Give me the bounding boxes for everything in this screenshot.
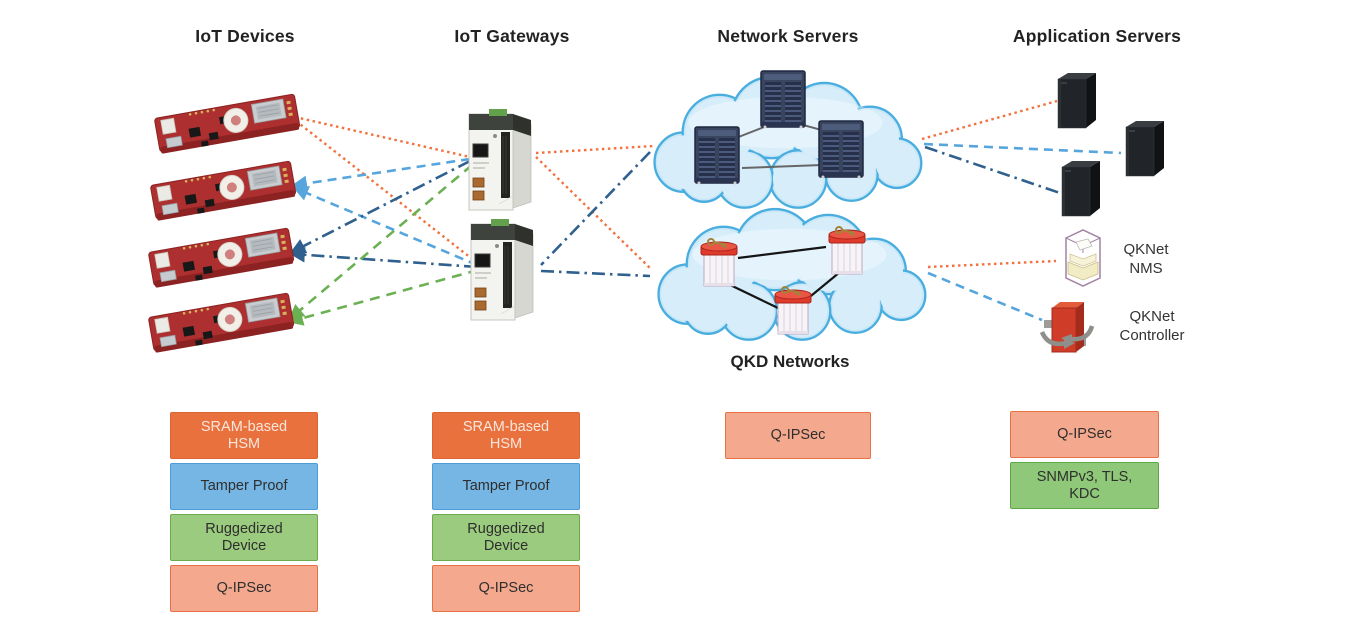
feature-box-label: Ruggedized Device	[205, 521, 283, 554]
feature-box-label: SNMPv3, TLS, KDC	[1036, 469, 1133, 502]
qknet-controller-label-line2: Controller	[1119, 326, 1185, 344]
column-header-iot-devices: IoT Devices	[195, 26, 295, 46]
qknet-controller-label-line1: QKNet	[1129, 308, 1175, 325]
qknet-nms-label-line1: QKNet	[1123, 241, 1169, 258]
iot-device-board-icon	[147, 292, 295, 354]
feature-box-ruggedized: Ruggedized Device	[432, 514, 580, 561]
network-server-tower-icon	[760, 70, 806, 130]
feature-box-qipsec: Q-IPSec	[1010, 411, 1159, 458]
feature-box-qipsec: Q-IPSec	[432, 565, 580, 612]
feature-box-label: Tamper Proof	[200, 478, 288, 495]
iot-gateway-icon	[468, 108, 532, 211]
qknet-controller-icon	[1042, 302, 1092, 352]
column-header-iot-gateways: IoT Gateways	[454, 26, 570, 46]
feature-box-label: Tamper Proof	[462, 478, 550, 495]
qknet-nms-label-line2: NMS	[1129, 259, 1163, 277]
feature-box-sram-hsm: SRAM-based HSM	[432, 412, 580, 459]
feature-box-qipsec: Q-IPSec	[725, 412, 871, 459]
qknet-nms-label: QKNet NMS	[1123, 241, 1168, 279]
feature-box-sram-hsm: SRAM-based HSM	[170, 412, 318, 459]
feature-box-label: Ruggedized Device	[467, 521, 545, 554]
qkd-networks-label: QKD Networks	[730, 352, 850, 371]
feature-box-snmp-tls-kdc: SNMPv3, TLS, KDC	[1010, 462, 1159, 509]
application-server-icon	[1057, 72, 1097, 129]
connection-lines	[287, 99, 1122, 326]
application-server-icon	[1125, 120, 1165, 177]
iot-gateway-icon	[470, 218, 534, 321]
iot-devices-feature-stack: SRAM-based HSM Tamper Proof Ruggedized D…	[170, 412, 318, 616]
qkd-node-icon	[699, 237, 739, 288]
qkd-node-icon	[827, 225, 867, 276]
application-server-icon	[1061, 160, 1101, 217]
column-header-application-servers: Application Servers	[1012, 26, 1182, 46]
feature-box-label: Q-IPSec	[216, 580, 272, 597]
iot-device-board-icon	[153, 93, 301, 155]
feature-box-label: Q-IPSec	[478, 580, 534, 597]
feature-box-label: Q-IPSec	[1057, 426, 1112, 443]
network-server-tower-icon	[694, 126, 740, 186]
feature-box-label: Q-IPSec	[770, 427, 826, 444]
orange-dotted-links	[294, 99, 1058, 271]
blue-dashed-links	[291, 142, 1122, 322]
green-dashed-links	[287, 164, 479, 326]
network-server-tower-icon	[818, 120, 864, 180]
feature-box-label: SRAM-based HSM	[200, 419, 288, 452]
feature-box-tamper-proof: Tamper Proof	[170, 463, 318, 510]
application-servers-feature-stack: Q-IPSec SNMPv3, TLS, KDC	[1010, 411, 1159, 513]
qknet-controller-label: QKNet Controller	[1119, 308, 1184, 346]
feature-box-tamper-proof: Tamper Proof	[432, 463, 580, 510]
iot-gateways-feature-stack: SRAM-based HSM Tamper Proof Ruggedized D…	[432, 412, 580, 616]
iot-device-board-icon	[147, 227, 295, 289]
iot-device-board-icon	[149, 160, 297, 222]
qknet-nms-icon	[1065, 229, 1101, 287]
feature-box-qipsec: Q-IPSec	[170, 565, 318, 612]
navy-dashdot-links	[289, 145, 1061, 278]
qkd-node-icon	[773, 285, 813, 336]
feature-box-ruggedized: Ruggedized Device	[170, 514, 318, 561]
feature-box-label: SRAM-based HSM	[462, 419, 550, 452]
column-header-network-servers: Network Servers	[717, 26, 859, 46]
network-servers-feature-stack: Q-IPSec	[725, 412, 871, 463]
